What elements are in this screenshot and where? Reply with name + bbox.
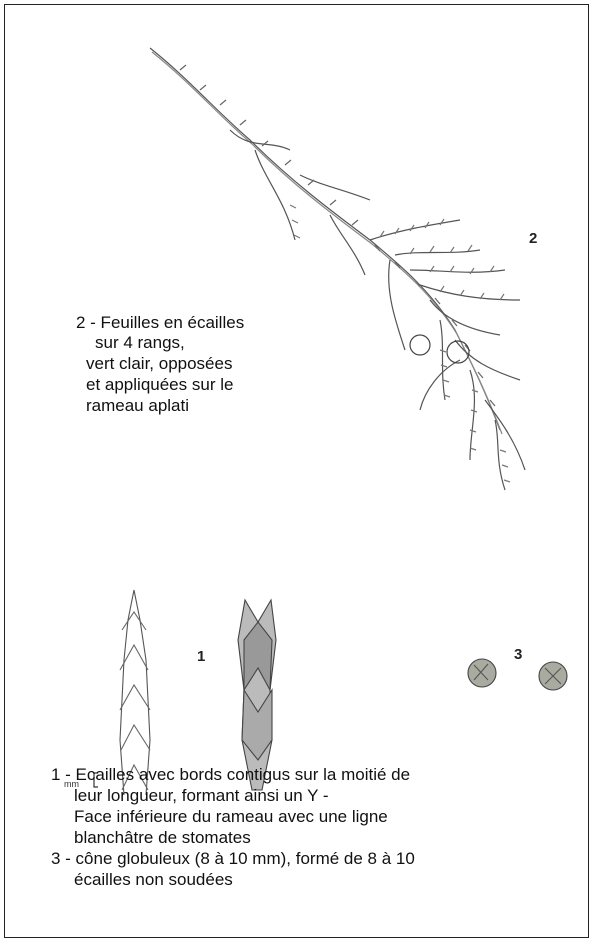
caption-1-line-2: leur longueur, formant ainsi un Y - [74,785,329,806]
caption-2-line-4: et appliquées sur le [86,374,233,395]
figure-label-2: 2 [529,230,537,247]
caption-2-line-3: vert clair, opposées [86,353,232,374]
caption-1-line-1: 1 - Ecailles avec bords contigus sur la … [51,764,410,785]
cone-drawings [468,659,567,690]
caption-1-line-4: blanchâtre de stomates [74,827,251,848]
caption-3-line-1: 3 - cône globuleux (8 à 10 mm), formé de… [51,848,415,869]
branch-drawing [150,48,525,490]
caption-2-line-5: rameau aplati [86,395,189,416]
figure-label-1: 1 [197,648,205,665]
figure-label-3: 3 [514,646,522,663]
caption-3-line-2: écailles non soudées [74,869,233,890]
caption-2-line-2: sur 4 rangs, [95,332,185,353]
caption-2-line-1: 2 - Feuilles en écailles [76,312,244,333]
leaf-scales-underside-drawing [238,600,276,790]
caption-1-line-3: Face inférieure du rameau avec une ligne [74,806,388,827]
